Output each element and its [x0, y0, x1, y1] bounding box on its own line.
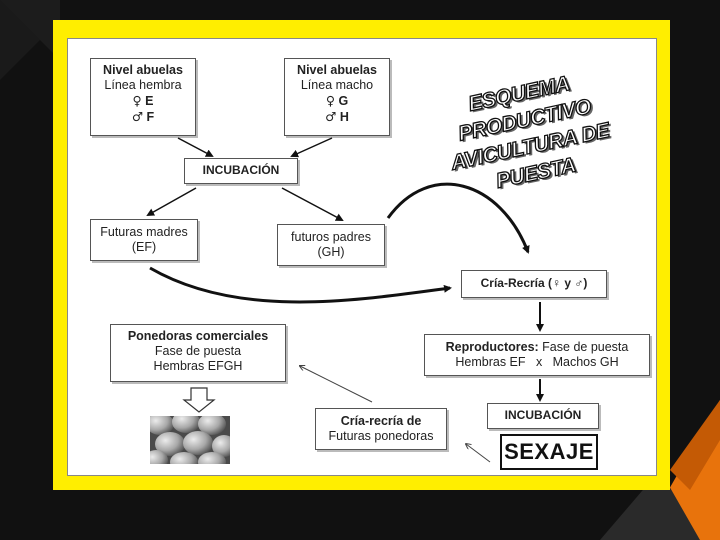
grandparents-female-line-box: Nivel abuelas Línea hembra ♀ E ♂ F [90, 58, 196, 136]
box-label: INCUBACIÓN [202, 163, 280, 177]
box-label: SEXAJE [504, 439, 594, 464]
future-mothers-box: Futuras madres (EF) [90, 219, 198, 261]
box-title: Nivel abuelas [103, 63, 183, 77]
male-code: F [146, 110, 155, 124]
rearing-box: Cría-Recría (♀ y ♂) [461, 270, 607, 298]
male-symbol-icon: ♂ [131, 109, 144, 124]
female-code: E [145, 94, 154, 108]
grandparents-male-line-box: Nivel abuelas Línea macho ♀ G ♂ H [284, 58, 390, 136]
eggs-image [150, 416, 230, 464]
incubation-top-box: INCUBACIÓN [184, 158, 298, 184]
incubation-bottom-box: INCUBACIÓN [487, 403, 599, 429]
box-subtitle: Línea macho [300, 78, 374, 92]
box-line-2: (EF) [131, 240, 157, 254]
box-line-2: Futuras ponedoras [328, 429, 434, 443]
box-label: Cría-Recría (♀ y ♂) [480, 276, 588, 290]
sexing-box: SEXAJE [500, 434, 598, 470]
female-symbol-icon: ♀ [132, 93, 142, 108]
box-line-2: Hembras EF x Machos GH [455, 355, 619, 369]
box-label: INCUBACIÓN [504, 408, 582, 422]
future-layers-box: Cría-recría de Futuras ponedoras [315, 408, 447, 450]
box-subtitle: Línea hembra [104, 78, 182, 92]
female-code: G [338, 94, 349, 108]
box-label-rest: Fase de puesta [538, 340, 629, 354]
box-label-bold: Reproductores: [445, 340, 539, 354]
box-line-1: Cría-recría de [340, 414, 422, 428]
male-symbol-icon: ♂ [325, 109, 337, 124]
box-line-1: Futuras madres [100, 225, 188, 239]
box-title: Nivel abuelas [297, 63, 377, 77]
box-line-1: futuros padres [291, 230, 371, 244]
box-line-3: Hembras EFGH [153, 359, 243, 373]
box-line-2: Fase de puesta [154, 344, 242, 358]
commercial-layers-box: Ponedoras comerciales Fase de puesta Hem… [110, 324, 286, 382]
box-line-2: (GH) [317, 245, 345, 259]
box-line-1: Ponedoras comerciales [127, 329, 269, 343]
female-symbol-icon: ♀ [325, 93, 335, 108]
male-code: H [339, 110, 349, 124]
breeders-box: Reproductores: Fase de puesta Hembras EF… [424, 334, 650, 376]
future-fathers-box: futuros padres (GH) [277, 224, 385, 266]
